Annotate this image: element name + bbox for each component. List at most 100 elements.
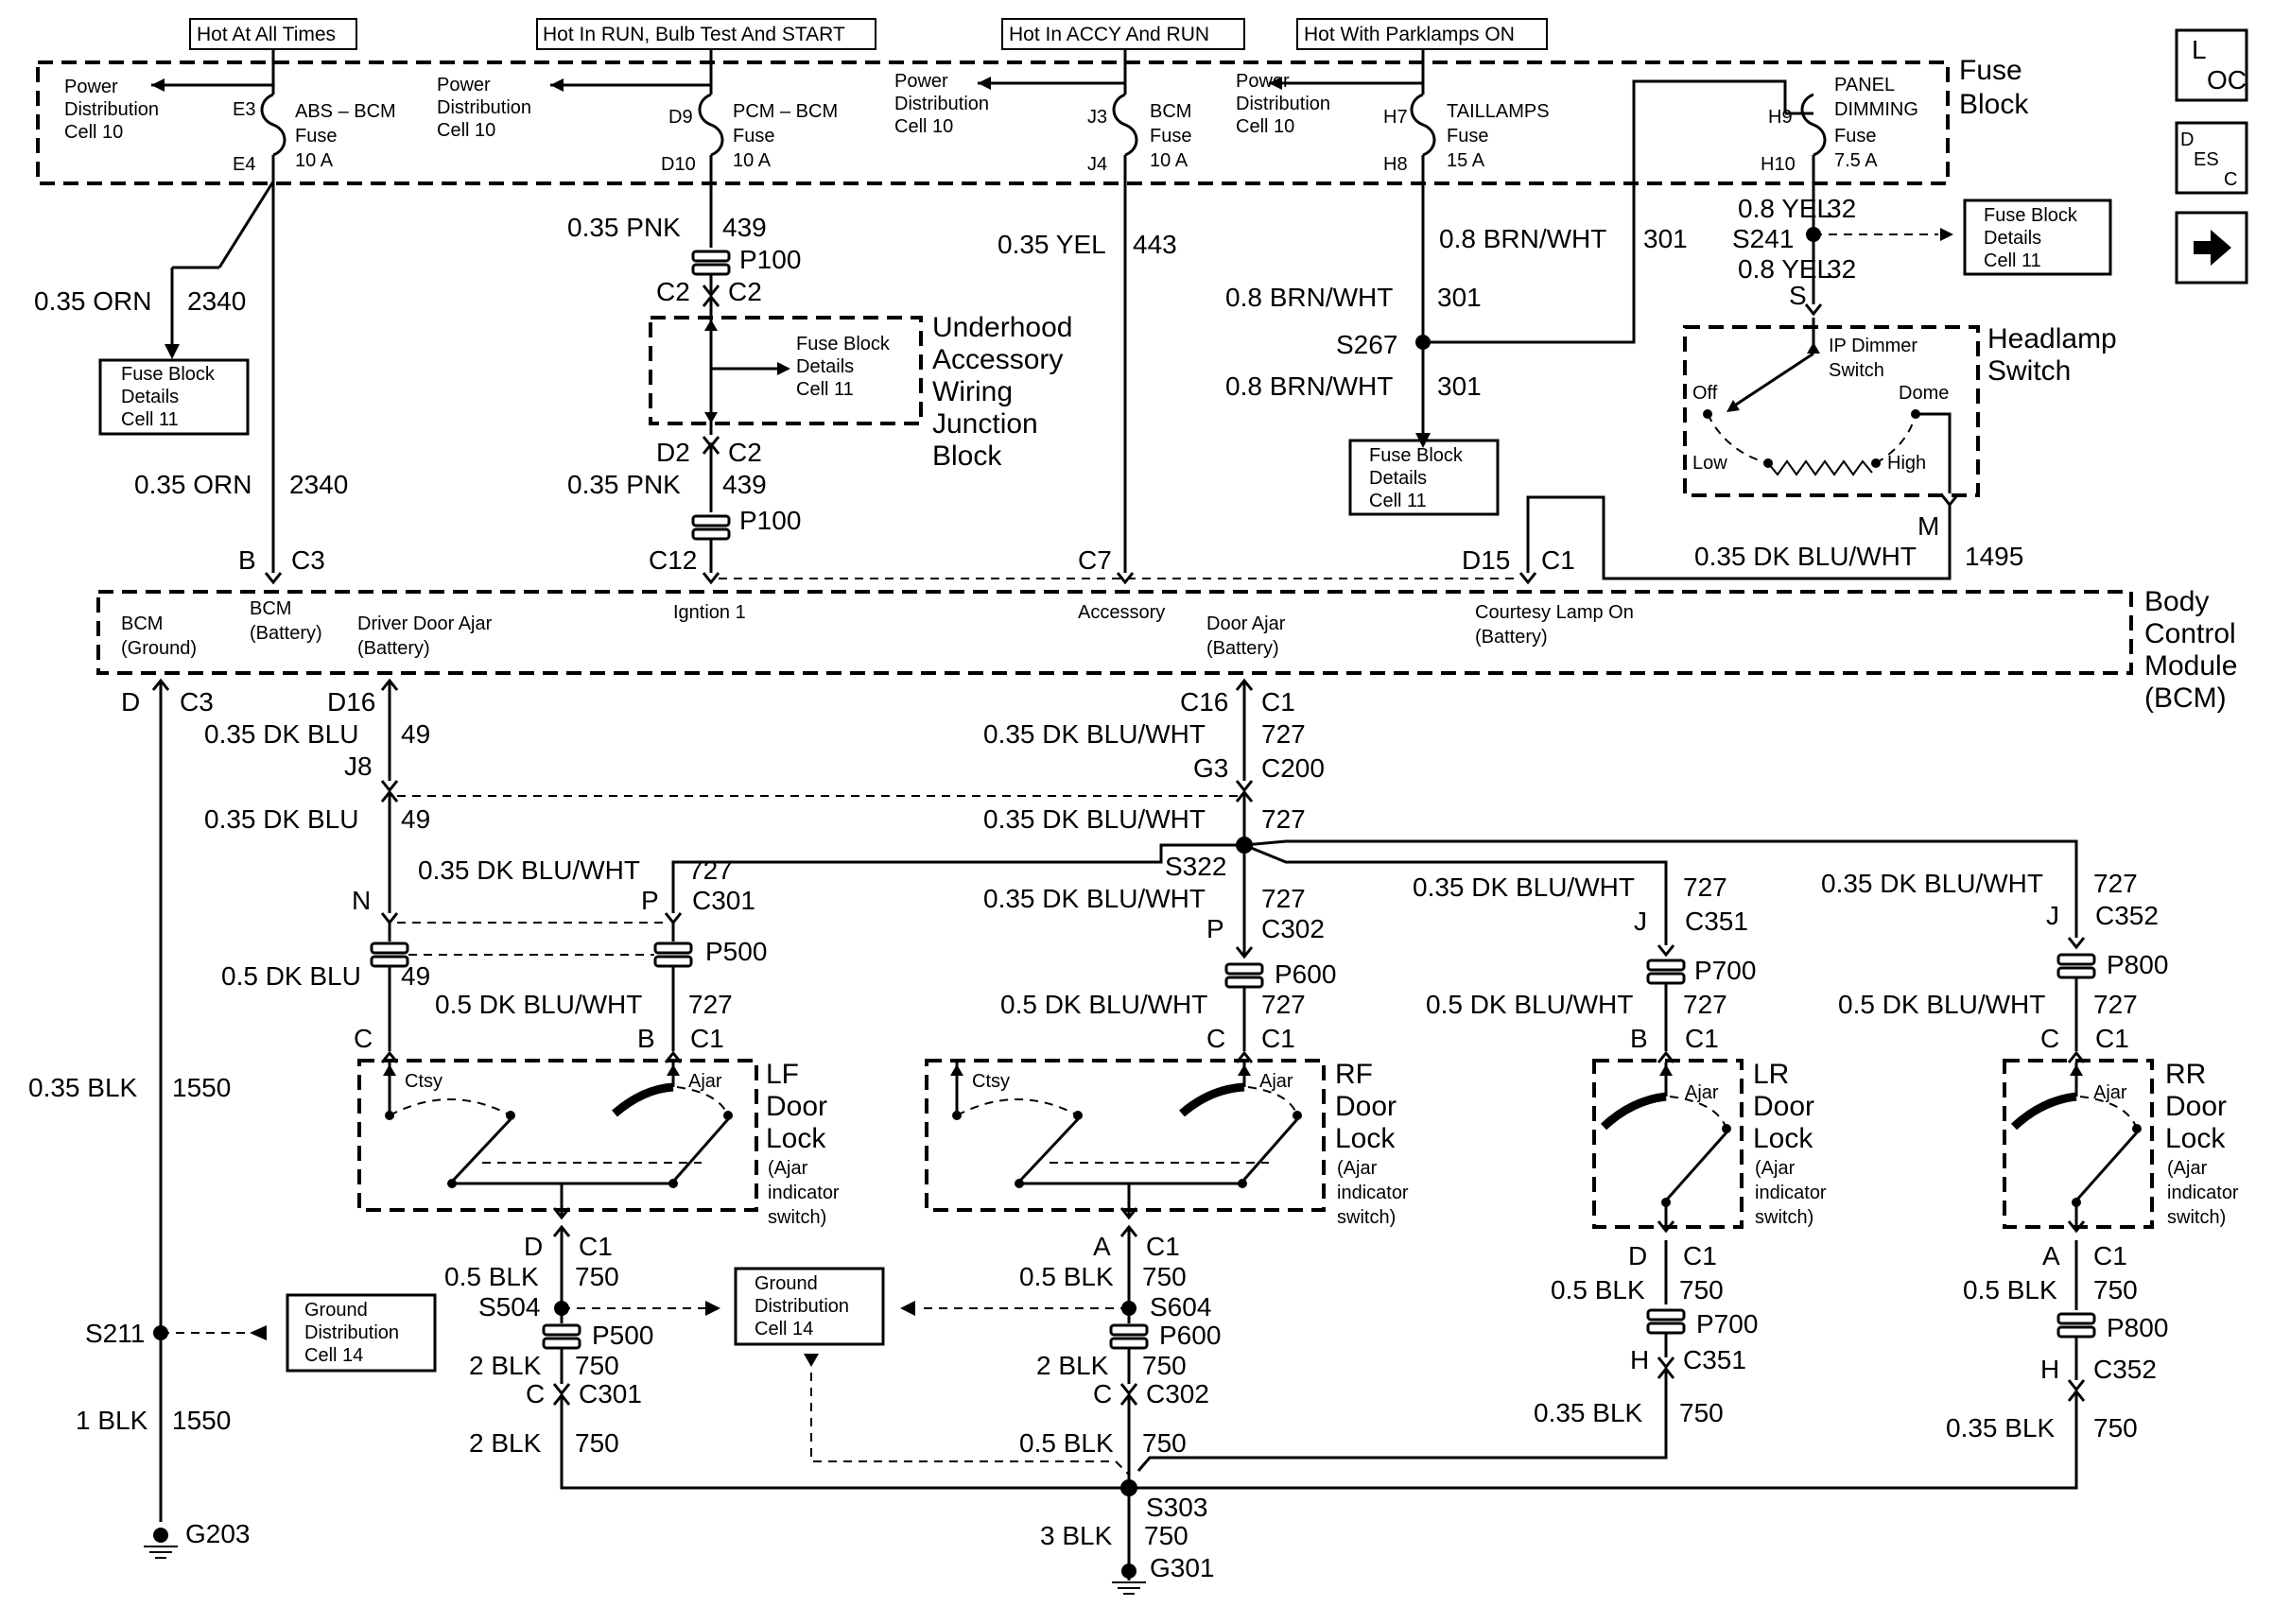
- fuse-bcm-icon: [1112, 93, 1138, 157]
- svg-text:OC: OC: [2207, 65, 2247, 95]
- circuit-number-750-lf-2: 750: [575, 1351, 619, 1380]
- underhood-junction-title: Underhood Accessory Wiring Junction Bloc…: [932, 312, 1072, 472]
- svg-text:Fuse: Fuse: [1150, 126, 1191, 147]
- svg-text:Off: Off: [1692, 383, 1718, 404]
- circuit-number-727-rr-2: 727: [2093, 990, 2138, 1019]
- connector-p600-gnd: P600: [1159, 1321, 1221, 1350]
- svg-text:switch): switch): [1755, 1207, 1813, 1228]
- fuse-block-details-box-1[interactable]: Fuse Block Details Cell 11: [98, 358, 250, 436]
- wire-label-blk-035-lr: 0.35 BLK: [1534, 1398, 1643, 1427]
- svg-text:H8: H8: [1383, 154, 1408, 175]
- splice-s604: S604: [1150, 1292, 1211, 1322]
- desc-button[interactable]: D ES C: [2175, 121, 2248, 195]
- connector-c302-top: C302: [1261, 914, 1325, 943]
- circuit-number-750-rf-2: 750: [1142, 1351, 1187, 1380]
- svg-text:Lock: Lock: [766, 1123, 826, 1154]
- pin-p-rf: P: [1206, 914, 1224, 943]
- svg-text:J4: J4: [1087, 154, 1107, 175]
- pin-c-rf-gnd: C: [1093, 1379, 1112, 1408]
- underhood-junction-block-boundary: [649, 316, 923, 425]
- svg-text:10 A: 10 A: [295, 150, 334, 171]
- connector-c351-top: C351: [1685, 907, 1748, 936]
- circuit-number-439-2: 439: [722, 470, 767, 499]
- fuse-block-details-box-2[interactable]: Fuse Block Details Cell 11: [1348, 439, 1500, 516]
- circuit-49: [370, 678, 409, 1063]
- connector-p500-gnd: P500: [592, 1321, 653, 1350]
- svg-text:switch): switch): [1337, 1207, 1396, 1228]
- pin-d2: D2: [656, 438, 690, 467]
- fuse-taillamps-labels: H7 H8 TAILLAMPS Fuse 15 A: [1383, 101, 1550, 175]
- headlamp-switch-boundary: [1683, 325, 1980, 497]
- svg-text:Distribution: Distribution: [64, 99, 159, 120]
- splice-s322: S322: [1165, 852, 1226, 881]
- circuit-number-32-2: 32: [1827, 254, 1856, 284]
- svg-text:indicator: indicator: [1755, 1183, 1827, 1203]
- connector-p600-top: P600: [1275, 959, 1336, 989]
- svg-text:Cell 11: Cell 11: [796, 379, 854, 400]
- svg-text:indicator: indicator: [768, 1183, 840, 1203]
- arrow-right-icon: [2194, 230, 2231, 266]
- svg-text:Control: Control: [2144, 618, 2236, 649]
- wire-label-blk-2-lf-b: 2 BLK: [469, 1428, 542, 1458]
- connector-c3-bcm-bottom: C3: [180, 687, 214, 717]
- fuse-taillamps-icon: [1410, 93, 1436, 157]
- pin-h-rr: H: [2040, 1355, 2059, 1384]
- fuse-abs-bcm-labels: E3 E4 ABS – BCM Fuse 10 A: [233, 99, 396, 175]
- circuit-number-2340-2: 2340: [289, 470, 348, 499]
- svg-text:Ajar: Ajar: [1685, 1082, 1719, 1103]
- wire-label-dbw-rr-2: 0.5 DK BLU/WHT: [1838, 990, 2045, 1019]
- connector-p100-top: P100: [739, 245, 801, 274]
- svg-text:indicator: indicator: [1337, 1183, 1409, 1203]
- wire-label-blk-3: 3 BLK: [1040, 1521, 1113, 1550]
- svg-text:Switch: Switch: [1987, 355, 2071, 387]
- junction-block-details-box[interactable]: Fuse Block Details Cell 11: [796, 334, 891, 400]
- circuit-number-49-2: 49: [401, 804, 430, 834]
- lf-door-ajar-switch-icon: [383, 1063, 733, 1220]
- connector-c2-bottom: C2: [728, 438, 762, 467]
- connector-p800-gnd: P800: [2107, 1313, 2168, 1342]
- svg-text:ABS – BCM: ABS – BCM: [295, 101, 396, 122]
- ground-distribution-box-2[interactable]: Ground Distribution Cell 14: [734, 1267, 885, 1346]
- connector-c2-right-top: C2: [728, 277, 762, 306]
- circuit-number-301-3: 301: [1437, 371, 1482, 401]
- wire-label-dk-blu-1: 0.35 DK BLU: [204, 719, 358, 749]
- ground-distribution-box-1[interactable]: Ground Distribution Cell 14: [286, 1293, 437, 1373]
- svg-text:Lock: Lock: [1335, 1123, 1396, 1154]
- next-page-button[interactable]: [2175, 211, 2248, 285]
- connector-c1-rf-gnd: C1: [1146, 1232, 1180, 1261]
- svg-text:Headlamp: Headlamp: [1987, 323, 2117, 354]
- svg-text:Ajar: Ajar: [2093, 1082, 2127, 1103]
- circuit-number-1495: 1495: [1965, 542, 2023, 571]
- circuit-2340: [165, 155, 283, 585]
- svg-text:Dome: Dome: [1899, 383, 1949, 404]
- circuit-number-750-lr-1: 750: [1679, 1275, 1724, 1304]
- splice-s241: S241: [1732, 224, 1794, 253]
- pin-d16: D16: [327, 687, 375, 717]
- svg-text:Fuse: Fuse: [1834, 126, 1876, 147]
- connector-c1-bcm-d15: C1: [1541, 545, 1575, 575]
- connector-p800-top: P800: [2107, 950, 2168, 979]
- rr-door-ajar-switch-icon: [2010, 1063, 2142, 1234]
- circuit-number-750-lr-2: 750: [1679, 1398, 1724, 1427]
- svg-text:L: L: [2192, 35, 2207, 64]
- rf-door-ajar-switch-icon: [950, 1063, 1302, 1220]
- fuse-block-details-box-3[interactable]: Fuse Block Details Cell 11: [1963, 199, 2112, 276]
- circuit-number-727-1: 727: [1261, 719, 1306, 749]
- loc-button[interactable]: L OC: [2175, 28, 2248, 102]
- pin-b-lf: B: [637, 1024, 655, 1053]
- circuit-number-727-lr-2: 727: [1683, 990, 1727, 1019]
- wire-label-dbw-lf-2: 0.5 DK BLU/WHT: [435, 990, 642, 1019]
- svg-text:PANEL: PANEL: [1834, 75, 1895, 95]
- svg-text:H9: H9: [1768, 107, 1793, 128]
- svg-text:(Ajar: (Ajar: [1337, 1158, 1378, 1179]
- connector-c1-rf: C1: [1261, 1024, 1295, 1053]
- svg-text:Cell 11: Cell 11: [1369, 491, 1427, 511]
- svg-text:Junction: Junction: [932, 408, 1038, 440]
- connector-c1-lf: C1: [690, 1024, 724, 1053]
- circuit-number-301-1: 301: [1643, 224, 1688, 253]
- svg-text:10 A: 10 A: [733, 150, 772, 171]
- pin-s-headlamp: S: [1789, 281, 1807, 310]
- svg-text:Hot At All Times: Hot At All Times: [197, 24, 336, 45]
- wire-label-orn-1: 0.35 ORN: [34, 286, 152, 316]
- svg-text:PCM – BCM: PCM – BCM: [733, 101, 838, 122]
